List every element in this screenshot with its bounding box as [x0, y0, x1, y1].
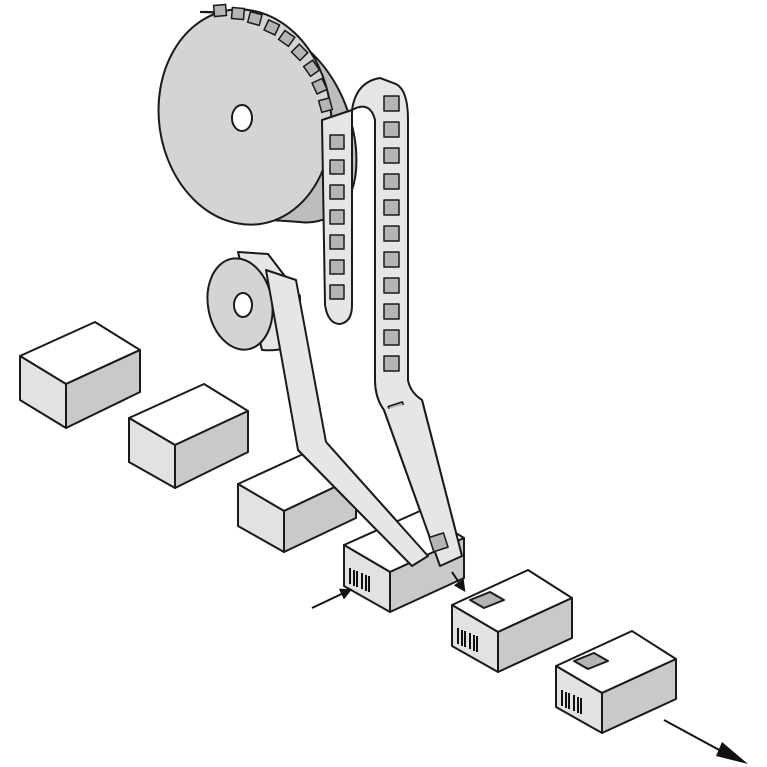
box-5	[452, 570, 572, 672]
dispense-arrow	[452, 572, 466, 592]
box-6	[556, 631, 676, 733]
outfeed-arrow	[664, 720, 748, 764]
box-2	[129, 384, 248, 488]
box-1	[20, 322, 140, 428]
barcode-icon	[562, 690, 581, 714]
barcode-icon	[350, 568, 369, 592]
backing-rewind-reel	[200, 252, 428, 566]
barcode-icon	[458, 628, 477, 652]
shipping-label	[574, 653, 608, 669]
shipping-label	[470, 592, 504, 608]
label-supply-reel	[145, 0, 357, 236]
infeed-arrow	[312, 588, 353, 608]
